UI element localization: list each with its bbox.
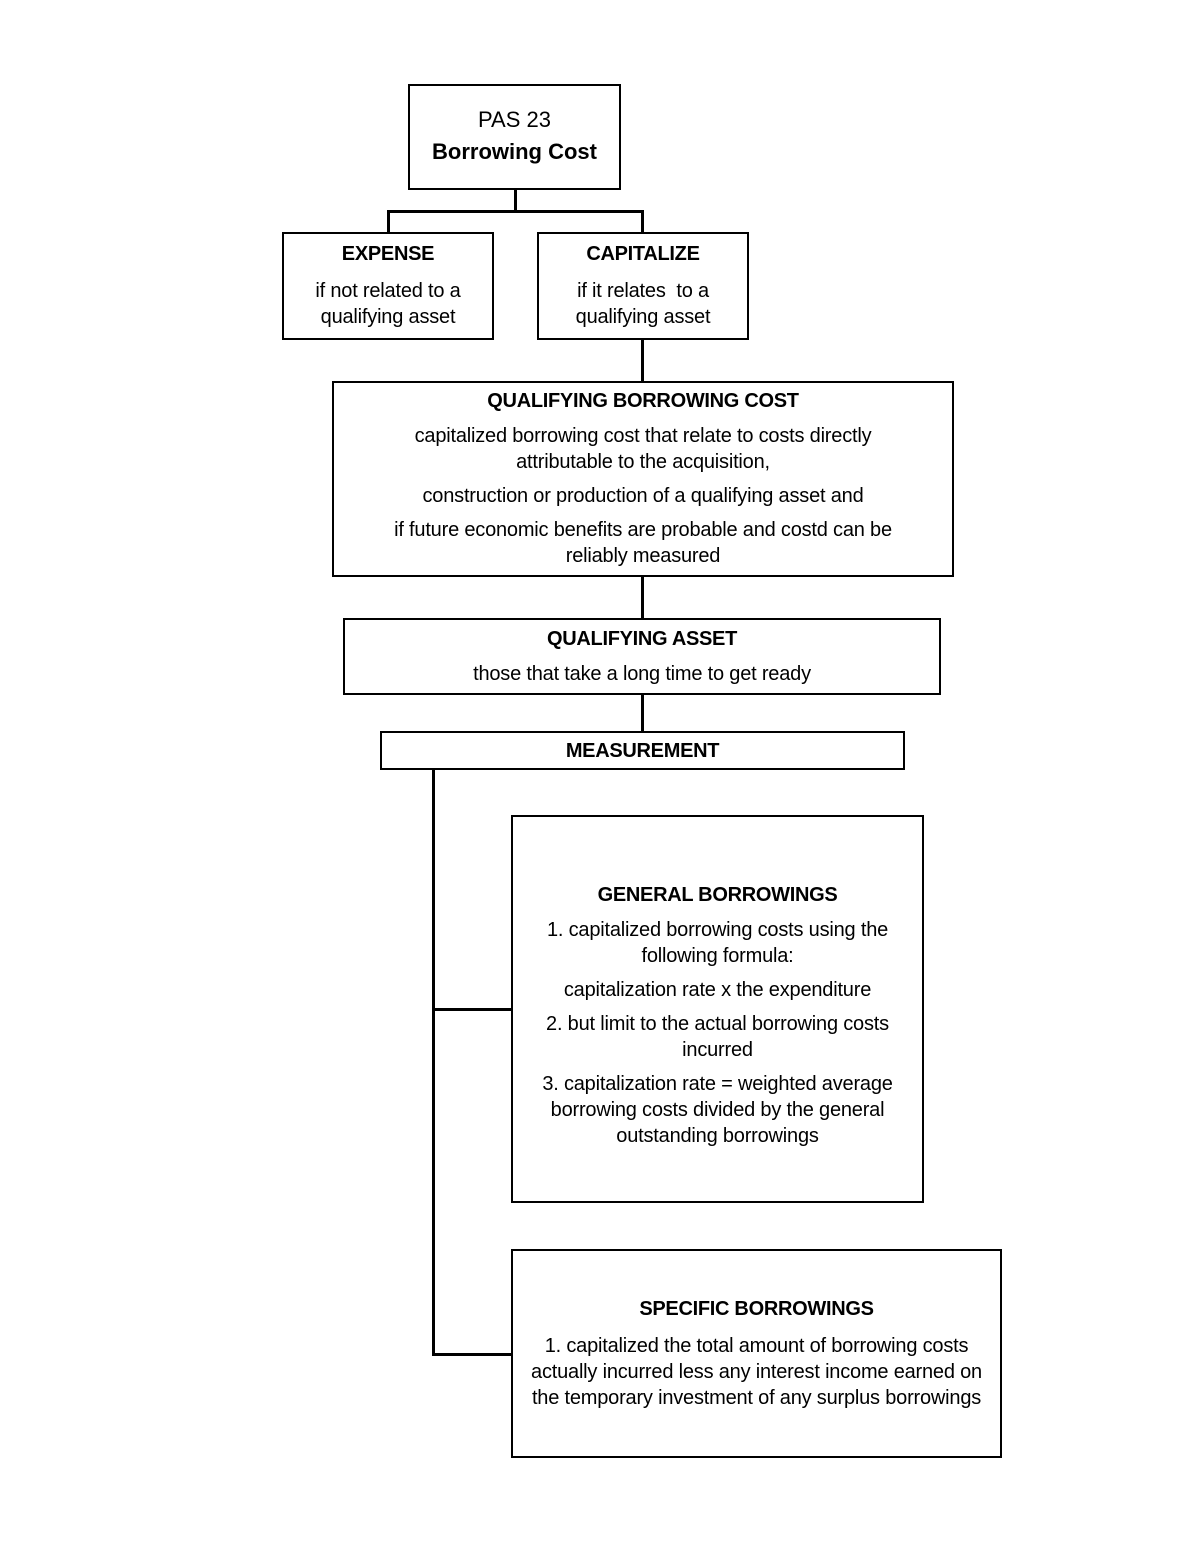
expense-box: EXPENSE if not related to a qualifying a…: [282, 232, 494, 340]
qbc-paragraph-3: if future economic benefits are probable…: [394, 519, 892, 567]
general-item-2: 2. but limit to the actual borrowing cos…: [546, 1013, 889, 1061]
general-borrowings-content: GENERAL BORROWINGS 1. capitalized borrow…: [513, 883, 922, 1157]
capitalize-text-line-1: if it relates to a: [577, 280, 709, 302]
connector-branch-horizontal: [387, 210, 643, 213]
expense-text-line-2: qualifying asset: [320, 306, 456, 328]
qbc-paragraph-2: construction or production of a qualifyi…: [422, 485, 864, 507]
root-title: Borrowing Cost: [432, 139, 597, 164]
capitalize-text-line-2: qualifying asset: [575, 306, 711, 328]
pas23-root-box: PAS 23 Borrowing Cost: [408, 84, 621, 190]
capitalize-heading: CAPITALIZE: [586, 243, 700, 265]
specific-item-1: 1. capitalized the total amount of borro…: [531, 1334, 982, 1409]
expense-text-line-1: if not related to a: [315, 280, 461, 302]
specific-borrowings-box: SPECIFIC BORROWINGS 1. capitalized the t…: [511, 1249, 1002, 1458]
connector-root-down: [514, 189, 517, 212]
connector-qbc-to-qa: [641, 576, 644, 619]
connector-to-specific: [432, 1353, 512, 1356]
connector-capitalize-to-qbc: [641, 339, 644, 382]
standard-label: PAS 23: [478, 107, 551, 132]
measurement-box: MEASUREMENT: [380, 731, 905, 770]
qa-text: those that take a long time to get ready: [473, 662, 811, 685]
connector-measurement-trunk: [432, 769, 435, 1355]
measurement-heading: MEASUREMENT: [565, 739, 720, 762]
qbc-paragraph-1: capitalized borrowing cost that relate t…: [414, 425, 872, 473]
general-item-1: 1. capitalized borrowing costs using the…: [546, 919, 889, 967]
qbc-heading: QUALIFYING BORROWING COST: [487, 390, 799, 412]
specific-heading: SPECIFIC BORROWINGS: [639, 1297, 874, 1320]
connector-to-general: [432, 1008, 512, 1011]
connector-to-expense: [387, 210, 390, 233]
general-heading: GENERAL BORROWINGS: [597, 884, 838, 906]
qa-heading: QUALIFYING ASSET: [546, 627, 738, 650]
qualifying-asset-box: QUALIFYING ASSET those that take a long …: [343, 618, 941, 695]
connector-to-capitalize: [641, 210, 644, 233]
general-borrowings-box: GENERAL BORROWINGS 1. capitalized borrow…: [511, 815, 924, 1203]
general-item-3: 3. capitalization rate = weighted averag…: [542, 1073, 893, 1147]
general-formula: capitalization rate x the expenditure: [563, 979, 872, 1001]
capitalize-box: CAPITALIZE if it relates to a qualifying…: [537, 232, 749, 340]
expense-heading: EXPENSE: [341, 243, 435, 265]
qualifying-borrowing-cost-box: QUALIFYING BORROWING COST capitalized bo…: [332, 381, 954, 577]
connector-qa-to-measurement: [641, 694, 644, 732]
